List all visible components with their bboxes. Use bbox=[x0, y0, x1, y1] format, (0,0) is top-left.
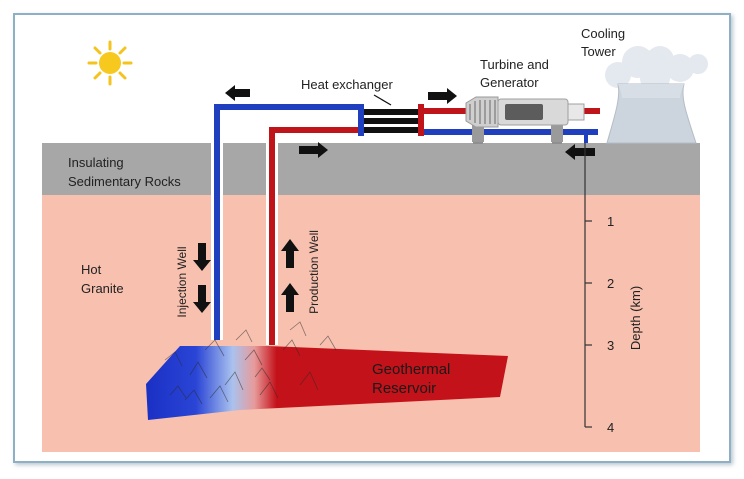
flow-arrow-left-icon bbox=[565, 144, 595, 160]
flow-arrow-right-icon bbox=[428, 88, 457, 104]
flow-arrow-right-icon bbox=[299, 142, 328, 158]
reservoir-label: Reservoir bbox=[372, 380, 436, 397]
flow-arrow-down-icon bbox=[193, 243, 211, 271]
depth-axis: 1 2 3 4 Depth (km) bbox=[584, 143, 643, 435]
production-well-label: Production Well bbox=[307, 230, 321, 314]
insulating-rocks-label: Sedimentary Rocks bbox=[68, 174, 181, 189]
flow-arrow-down-icon bbox=[193, 285, 211, 313]
reservoir-label: Geothermal bbox=[372, 361, 450, 378]
flow-arrows bbox=[193, 85, 595, 313]
depth-tick-label: 3 bbox=[607, 338, 614, 353]
flow-arrow-up-icon bbox=[281, 239, 299, 268]
cooling-tower-label: Cooling bbox=[581, 26, 625, 41]
reservoir-fractures bbox=[164, 321, 337, 405]
flow-arrow-left-icon bbox=[225, 85, 250, 101]
depth-axis-label: Depth (km) bbox=[628, 286, 643, 350]
turbine-generator bbox=[465, 96, 585, 144]
heat-exchanger bbox=[358, 104, 424, 136]
depth-tick-label: 2 bbox=[607, 276, 614, 291]
granite-layer bbox=[42, 195, 700, 452]
hot-granite-label: Granite bbox=[81, 281, 124, 296]
depth-tick-label: 4 bbox=[607, 420, 614, 435]
heat-exchanger-label: Heat exchanger bbox=[301, 77, 393, 92]
flow-arrow-up-icon bbox=[281, 283, 299, 312]
injection-well-label: Injection Well bbox=[175, 246, 189, 317]
cooling-tower bbox=[605, 46, 708, 144]
cold-pipe bbox=[211, 101, 598, 340]
hot-granite-label: Hot bbox=[81, 262, 102, 277]
insulating-rocks-label: Insulating bbox=[68, 155, 124, 170]
turbine-generator-label: Generator bbox=[480, 75, 539, 90]
geothermal-reservoir bbox=[146, 346, 508, 420]
turbine-generator-label: Turbine and bbox=[480, 57, 549, 72]
depth-tick-label: 1 bbox=[607, 214, 614, 229]
sun-icon bbox=[87, 40, 133, 86]
heat-exchanger-pointer bbox=[373, 94, 392, 106]
cooling-tower-label: Tower bbox=[581, 44, 616, 59]
